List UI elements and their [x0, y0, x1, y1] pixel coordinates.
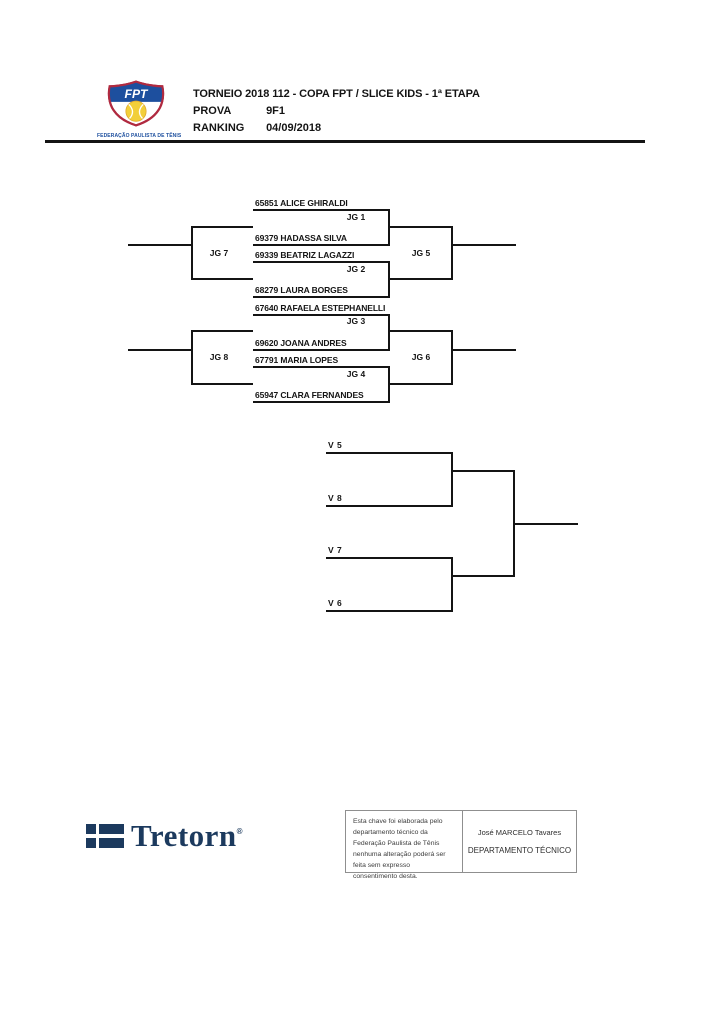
player-entry-6: 69620 JOANA ANDRES	[255, 338, 347, 348]
sponsor-logo: Tretorn®	[86, 820, 243, 851]
underline-player-8	[253, 401, 390, 403]
match-label-jg5: JG 5	[411, 248, 431, 258]
registered-mark: ®	[236, 827, 244, 836]
sponsor-brand-name: Tretorn®	[131, 818, 244, 853]
underline-player-4	[253, 296, 390, 298]
prova-label: PROVA	[193, 105, 232, 117]
underline-v7	[326, 557, 453, 559]
winner-line-jg1	[388, 226, 453, 228]
bracket-notice-text: Esta chave foi elaborada pelo departamen…	[346, 811, 463, 880]
match-label-jg4: JG 4	[346, 369, 366, 379]
ranking-field: RANKING 04/09/2018	[193, 122, 321, 134]
underline-v8	[326, 505, 453, 507]
player-entry-7: 67791 MARIA LOPES	[255, 355, 339, 365]
match-label-jg6: JG 6	[411, 352, 431, 362]
winner-line-jg3	[388, 330, 453, 332]
prova-field: PROVA 9F1	[193, 105, 285, 117]
player-entry-2: 69379 HADASSA SILVA	[255, 233, 347, 243]
slot-v7: V 7	[328, 545, 343, 555]
winner-line-jg4	[388, 383, 453, 385]
out-line-jg5	[451, 244, 516, 246]
underline-player-3	[253, 261, 390, 263]
out-line-jg7	[128, 244, 191, 246]
signature-block: José MARCELO Tavares DEPARTAMENTO TÉCNIC…	[463, 811, 576, 872]
tournament-subtitle: - COPA FPT / SLICE KIDS - 1ª ETAPA	[292, 88, 480, 100]
match-label-jg7: JG 7	[209, 248, 229, 258]
technical-department-box: Esta chave foi elaborada pelo departamen…	[345, 810, 577, 880]
underline-player-6	[253, 349, 390, 351]
prova-value: 9F1	[266, 105, 286, 117]
underline-player-2	[253, 244, 390, 246]
arm-bottom-jg8	[191, 383, 253, 385]
out-line-final	[513, 523, 578, 525]
out-line-jg8	[128, 349, 191, 351]
fpt-acronym: FPT	[125, 87, 150, 101]
slot-v6: V 6	[328, 598, 343, 608]
ranking-value: 04/09/2018	[266, 122, 322, 134]
underline-v6	[326, 610, 453, 612]
match-label-jg3: JG 3	[346, 316, 366, 326]
department-title: DEPARTAMENTO TÉCNICO	[467, 846, 572, 855]
technical-director-name: José MARCELO Tavares	[477, 828, 562, 837]
player-entry-5: 67640 RAFAELA ESTEPHANELLI	[255, 303, 386, 313]
connector-jg6	[451, 330, 453, 385]
federation-name: FEDERAÇÃO PAULISTA DE TÊNIS	[97, 133, 182, 139]
header-divider	[45, 140, 645, 143]
winner-line-semifinal-bottom	[451, 575, 515, 577]
match-label-jg2: JG 2	[346, 264, 366, 274]
connector-jg3	[388, 314, 390, 351]
winner-line-semifinal-top	[451, 470, 515, 472]
player-entry-8: 65947 CLARA FERNANDES	[255, 390, 364, 400]
connector-jg7	[191, 226, 193, 280]
underline-v5	[326, 452, 453, 454]
arm-top-jg7	[191, 226, 253, 228]
connector-semifinal-bottom	[451, 557, 453, 612]
slot-v5: V 5	[328, 440, 343, 450]
slot-v8: V 8	[328, 493, 343, 503]
arm-top-jg8	[191, 330, 253, 332]
fpt-shield-icon: FPT	[107, 80, 165, 127]
tretorn-icon	[86, 823, 124, 848]
connector-semifinal-top	[451, 452, 453, 507]
connector-jg8	[191, 330, 193, 385]
connector-jg5	[451, 226, 453, 280]
underline-player-7	[253, 366, 390, 368]
winner-line-jg2	[388, 278, 453, 280]
out-line-jg6	[451, 349, 516, 351]
player-entry-3: 69339 BEATRIZ LAGAZZI	[255, 250, 355, 260]
underline-player-1	[253, 209, 390, 211]
ranking-label: RANKING	[193, 122, 245, 134]
match-label-jg8: JG 8	[209, 352, 229, 362]
fpt-logo: FPT FEDERAÇÃO PAULISTA DE TÊNIS	[97, 80, 182, 139]
tournament-code: TORNEIO 2018 112	[193, 88, 290, 100]
tournament-title: TORNEIO 2018 112 - COPA FPT / SLICE KIDS…	[193, 88, 480, 100]
match-label-jg1: JG 1	[346, 212, 366, 222]
arm-bottom-jg7	[191, 278, 253, 280]
player-entry-1: 65851 ALICE GHIRALDI	[255, 198, 348, 208]
player-entry-4: 68279 LAURA BORGES	[255, 285, 348, 295]
underline-player-5	[253, 314, 390, 316]
